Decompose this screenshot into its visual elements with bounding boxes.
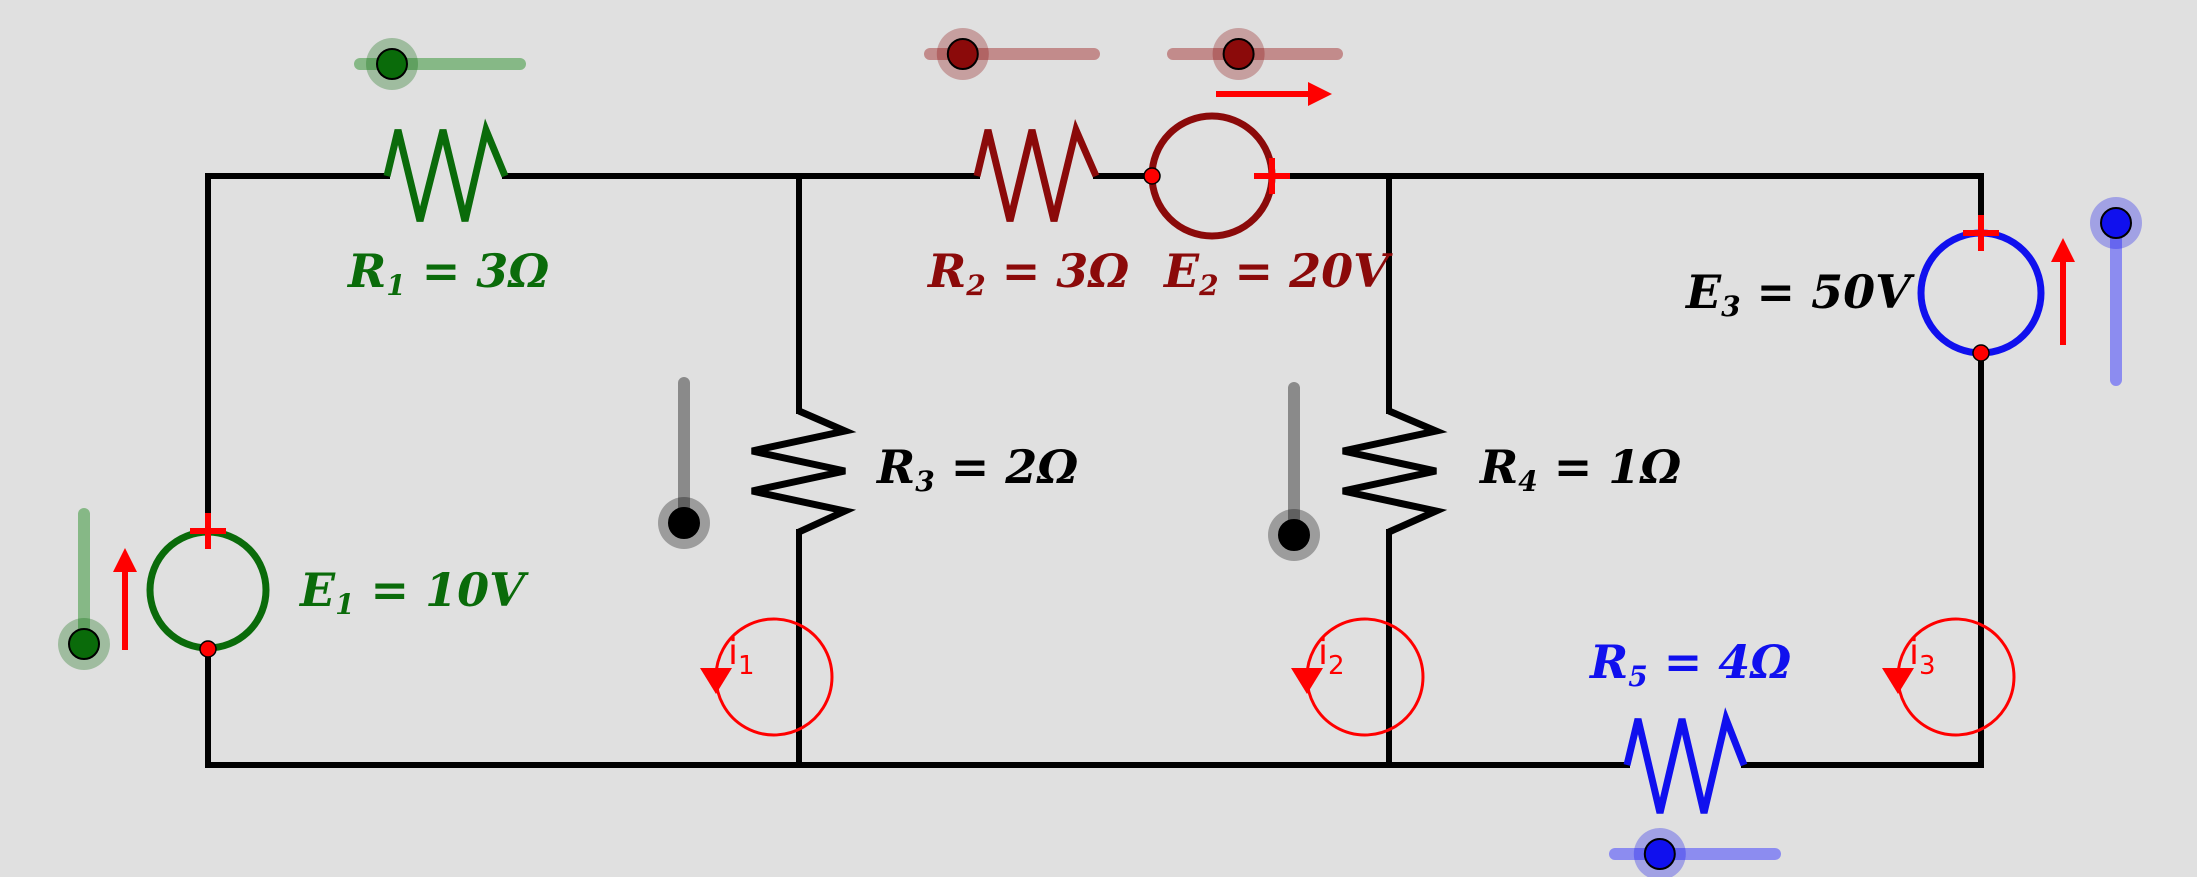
- resistor-r2: [973, 119, 1100, 222]
- sliders: [58, 28, 2142, 877]
- loop-i2: i2: [1291, 617, 1425, 737]
- loop-arrow-icon: [700, 668, 732, 694]
- loop-label-i2: i2: [1318, 632, 1345, 681]
- loop-label-i3: i3: [1909, 632, 1936, 681]
- terminal-dot: [1143, 167, 1161, 185]
- loop-arrow-icon: [1291, 668, 1323, 694]
- label-e2: E2 = 20V: [1162, 244, 1393, 302]
- slider-knob-e1[interactable]: [68, 628, 100, 660]
- slider-knob-r5[interactable]: [1643, 838, 1676, 870]
- slider-knob-toggle-loop2[interactable]: [1278, 519, 1310, 551]
- loop-i3: i3: [1882, 617, 2016, 737]
- loop-label-i1: i1: [728, 632, 755, 681]
- resistor-r5: [1623, 707, 1748, 814]
- loop-arrow-icon: [1882, 668, 1914, 694]
- direction-arrows: [113, 82, 2075, 650]
- slider-knob-e2[interactable]: [1222, 38, 1255, 70]
- slider-knob-e3[interactable]: [2100, 207, 2132, 239]
- loop-i1: i1: [700, 617, 834, 737]
- slider-knob-toggle-loop1[interactable]: [668, 507, 700, 539]
- resistor-r1: [383, 118, 509, 222]
- label-e1: E1 = 10V: [298, 563, 529, 621]
- slider-knob-r2[interactable]: [946, 38, 979, 70]
- source-e3: [1917, 215, 2045, 362]
- resistor-r4: [1342, 407, 1448, 536]
- label-r4: R4 = 1Ω: [1478, 440, 1681, 498]
- terminal-dot: [1972, 344, 1990, 362]
- source-e1: [146, 513, 270, 658]
- label-r1: R1 = 3Ω: [346, 244, 549, 302]
- terminal-dot: [199, 640, 217, 658]
- label-r2: R2 = 3Ω: [926, 244, 1129, 302]
- label-e3: E3 = 50V: [1684, 265, 1915, 323]
- label-r5: R5 = 4Ω: [1588, 635, 1791, 693]
- source-e2: [1143, 112, 1290, 240]
- resistor-r3: [751, 407, 857, 536]
- slider-knob-r1[interactable]: [376, 48, 408, 80]
- wires: [205, 173, 1984, 768]
- label-r3: R3 = 2Ω: [875, 440, 1078, 498]
